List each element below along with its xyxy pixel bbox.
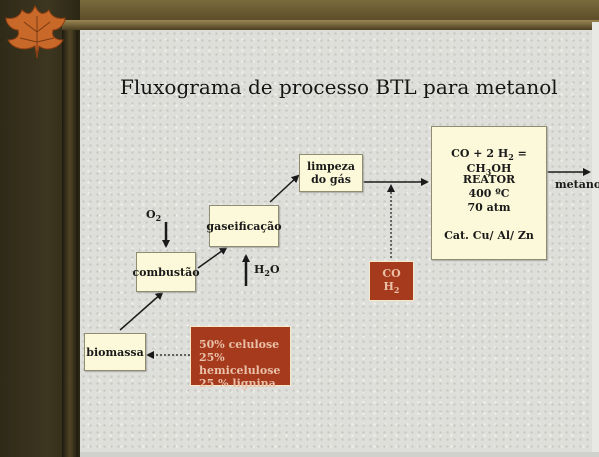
reactor-equation-sub2: 3 bbox=[485, 167, 492, 178]
label-h2o-o: O bbox=[269, 263, 280, 276]
reactor-equation-sub1: 2 bbox=[508, 152, 514, 163]
reactor-pressure: 70 atm bbox=[467, 201, 511, 214]
co-h2-line2-base: H bbox=[383, 280, 394, 293]
node-gaseificacao-label: gaseificação bbox=[206, 219, 282, 233]
label-o2: O2 bbox=[146, 208, 161, 223]
label-h2o: H2O bbox=[254, 263, 280, 278]
reactor-name: REATOR bbox=[462, 173, 516, 186]
node-reactor: CO + 2 H2 = CH3OH REATOR 400 ºC 70 atm C… bbox=[431, 126, 547, 260]
co-h2-box: CO H2 bbox=[369, 261, 414, 301]
composition-box: 50% celulose 25% hemicelulose 25 % ligni… bbox=[190, 326, 291, 390]
label-o2-base: O bbox=[146, 208, 156, 221]
autumn-leaf-icon bbox=[5, 4, 66, 59]
top-frame-stripe bbox=[62, 20, 599, 30]
reactor-catalyst: Cat. Cu/ Al/ Zn bbox=[444, 229, 534, 242]
label-h2o-h: H bbox=[254, 263, 265, 276]
node-limpeza: limpeza do gás bbox=[299, 154, 363, 192]
co-h2-line2-sub: 2 bbox=[393, 285, 400, 296]
composition-line3: 25 % lignina bbox=[199, 377, 276, 390]
arrow-combustao-to-gaseificacao bbox=[197, 246, 228, 269]
reactor-equation-left: CO + 2 H bbox=[451, 147, 509, 160]
top-frame-bar bbox=[0, 0, 599, 22]
node-combustao: combustão bbox=[132, 252, 200, 292]
composition-line1: 50% celulose bbox=[199, 338, 280, 351]
node-limpeza-line2: do gás bbox=[311, 173, 351, 186]
node-biomassa: biomassa bbox=[84, 333, 146, 371]
reactor-equation: CO + 2 H2 = CH3OH bbox=[432, 147, 546, 177]
co-h2-line2: H2 bbox=[370, 280, 413, 297]
arrow-biomassa-to-combustao bbox=[119, 291, 164, 331]
label-o2-sub: 2 bbox=[155, 213, 162, 224]
node-biomassa-label: biomassa bbox=[86, 345, 144, 359]
co-h2-line1: CO bbox=[382, 267, 401, 280]
label-metanol: metanol bbox=[555, 178, 599, 191]
slide-title: Fluxograma de processo BTL para metanol bbox=[120, 75, 558, 99]
node-limpeza-line1: limpeza bbox=[306, 160, 356, 173]
composition-line2: 25% hemicelulose bbox=[199, 351, 281, 377]
node-gaseificacao: gaseificação bbox=[206, 205, 282, 247]
left-frame-stripe bbox=[62, 22, 78, 457]
right-edge bbox=[592, 22, 599, 457]
reactor-temperature: 400 ºC bbox=[468, 187, 510, 200]
reactor-equation-end: OH bbox=[491, 162, 512, 176]
node-combustao-label: combustão bbox=[132, 265, 200, 279]
bottom-edge bbox=[80, 452, 599, 457]
label-h2o-sub: 2 bbox=[264, 268, 270, 279]
reactor-equation-right: = CH bbox=[466, 147, 527, 176]
arrow-gaseificacao-to-limpeza bbox=[269, 174, 300, 203]
